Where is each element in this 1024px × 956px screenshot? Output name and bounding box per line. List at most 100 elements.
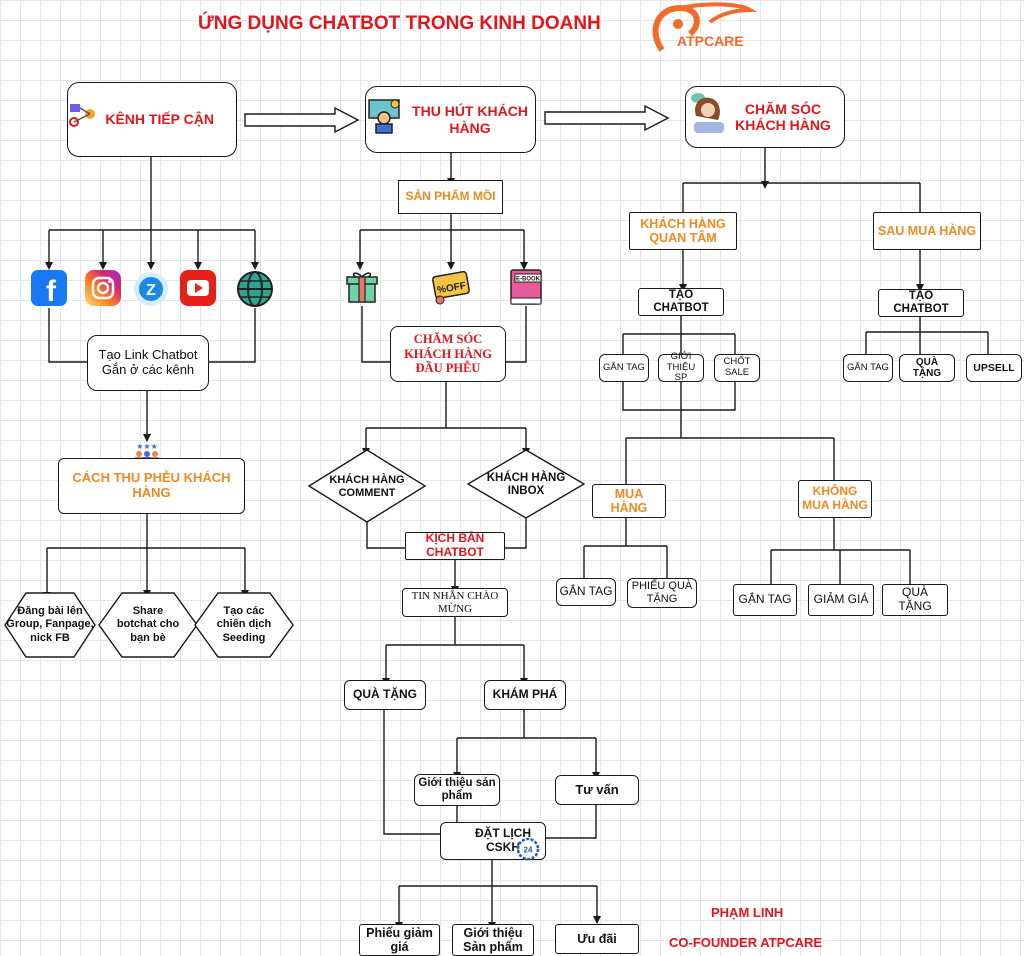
- leaf-label: CHỐT SALE: [723, 356, 751, 378]
- leaf-label: GIỚI THIỆU SP: [666, 350, 696, 384]
- leaf-giam-gia[interactable]: GIẢM GIÁ: [808, 584, 874, 616]
- instagram-icon[interactable]: [85, 270, 121, 306]
- node-kh-quan-tam[interactable]: KHÁCH HÀNG QUAN TÂM: [629, 212, 737, 250]
- node-label: SAU MUA HÀNG: [877, 223, 977, 238]
- leaf-gan-tag-3[interactable]: GẮN TAG: [556, 578, 616, 606]
- leaf-gan-tag-2[interactable]: GẮN TAG: [843, 354, 893, 382]
- node-cach-thu-pheu[interactable]: CÁCH THU PHỄU KHÁCH HÀNG: [58, 458, 245, 514]
- diagram-title: ỨNG DỤNG CHATBOT TRONG KINH DOANH: [198, 13, 601, 34]
- node-label: CHĂM SÓC KHÁCH HÀNG ĐẦU PHỄU: [404, 332, 492, 376]
- leaf-chot-sale[interactable]: CHỐT SALE: [714, 354, 760, 382]
- leaf-label: GIẢM GIÁ: [813, 592, 869, 607]
- ebook-icon: E-BOOK: [510, 269, 542, 305]
- node-gioi-thieu-san-pham-2[interactable]: Giới thiệu Sản phẩm: [452, 924, 534, 956]
- leaf-label: GẮN TAG: [847, 361, 889, 373]
- signature-role: CO-FOUNDER ATPCARE: [669, 935, 823, 950]
- node-tao-link-chatbot[interactable]: Tạo Link Chatbot Gắn ở các kênh: [87, 335, 209, 391]
- node-cham-soc-khach-hang[interactable]: CHĂM SÓC KHÁCH HÀNG: [685, 86, 845, 148]
- node-tu-van[interactable]: Tư vấn: [555, 775, 639, 805]
- leaf-phieu-qua-tang[interactable]: PHIẾU QUÀ TẶNG: [627, 578, 697, 608]
- node-kham-pha[interactable]: KHÁM PHÁ: [484, 680, 566, 710]
- diamond-kh-comment[interactable]: KHÁCH HÀNG COMMENT: [312, 470, 422, 504]
- network-icon: [69, 104, 95, 127]
- node-label: ĐẶT LỊCH CSKH: [475, 826, 531, 854]
- leaf-label: QUÀ TẶNG: [912, 356, 942, 380]
- hex-label: Đăng bài lên Group, Fanpage, nick FB: [6, 605, 94, 644]
- node-label: KỊCH BẢN CHATBOT: [425, 531, 485, 559]
- node-tin-nhan-chao-mung[interactable]: TIN NHẮN CHÀO MỪNG: [402, 588, 508, 617]
- customer-support-icon: [691, 93, 724, 133]
- node-khong-mua-hang[interactable]: KHÔNG MUA HÀNG: [798, 480, 872, 518]
- node-kich-ban-chatbot[interactable]: KỊCH BẢN CHATBOT: [405, 531, 505, 560]
- hex-share-botchat[interactable]: Share botchat cho bạn bè: [98, 592, 198, 658]
- node-tao-chatbot-right[interactable]: TẠO CHATBOT: [878, 289, 964, 317]
- leaf-upsell[interactable]: UPSELL: [966, 354, 1022, 382]
- node-label: TẠO CHATBOT: [893, 289, 949, 315]
- svg-text:★★★: ★★★: [136, 442, 158, 451]
- node-label: THU HÚT KHÁCH HÀNG: [412, 103, 528, 136]
- hex-dang-bai[interactable]: Đăng bài lên Group, Fanpage, nick FB: [4, 592, 96, 658]
- youtube-icon[interactable]: [180, 270, 216, 306]
- leaf-label: UPSELL: [973, 361, 1015, 374]
- node-label: CHĂM SÓC KHÁCH HÀNG: [735, 100, 831, 133]
- gift-icon: [346, 272, 378, 303]
- node-label: Ưu đãi: [577, 931, 617, 946]
- node-qua-tang[interactable]: QUÀ TẶNG: [344, 680, 426, 710]
- leaf-label: GẮN TAG: [559, 584, 613, 599]
- hex-label: Share botchat cho bạn bè: [116, 605, 180, 644]
- leaf-label: QUÀ TẶNG: [898, 585, 932, 613]
- node-label: SẢN PHẨM MỒI: [405, 189, 496, 204]
- node-cham-soc-dau-pheu[interactable]: CHĂM SÓC KHÁCH HÀNG ĐẦU PHỄU: [390, 326, 506, 382]
- leaf-label: PHIẾU QUÀ TẶNG: [631, 580, 693, 605]
- website-icon[interactable]: [236, 270, 274, 308]
- brand-name: ATPCARE: [677, 33, 744, 49]
- node-label: Phiếu giảm giá: [366, 925, 433, 954]
- hex-chien-dich[interactable]: Tạo các chiến dịch Seeding: [194, 592, 294, 658]
- leaf-gioi-thieu-sp[interactable]: GIỚI THIỆU SP: [658, 350, 704, 384]
- facebook-icon[interactable]: f: [31, 270, 67, 306]
- svg-text:Z: Z: [146, 282, 156, 299]
- signature-name: PHẠM LINH: [711, 905, 784, 920]
- diamond-kh-inbox[interactable]: KHÁCH HÀNG INBOX: [476, 468, 576, 502]
- leaf-qua-tang-2[interactable]: QUÀ TẶNG: [882, 584, 948, 616]
- node-label: TẠO CHATBOT: [653, 288, 709, 314]
- node-label: Giới thiệu Sản phẩm: [463, 925, 523, 954]
- node-thu-hut[interactable]: THU HÚT KHÁCH HÀNG: [365, 86, 536, 153]
- node-label: KHÁCH HÀNG QUAN TÂM: [640, 216, 726, 245]
- node-label: Tư vấn: [575, 781, 619, 797]
- node-mua-hang[interactable]: MUA HÀNG: [592, 484, 666, 518]
- node-label: Giới thiệu sản phẩm: [418, 776, 496, 802]
- leaf-label: GẮN TAG: [603, 361, 645, 373]
- node-sau-mua-hang[interactable]: SAU MUA HÀNG: [873, 212, 981, 250]
- node-kenh-tiep-can[interactable]: KÊNH TIẾP CẬN: [67, 82, 237, 157]
- voucher-label: %OFF: [436, 281, 466, 297]
- svg-text:f: f: [46, 275, 57, 306]
- node-gioi-thieu-san-pham[interactable]: Giới thiệu sản phẩm: [414, 774, 500, 806]
- clock-badge-label: 24: [524, 846, 533, 855]
- zalo-icon[interactable]: Z: [133, 271, 169, 307]
- node-label: KHÔNG MUA HÀNG: [802, 484, 868, 512]
- node-san-pham-moi[interactable]: SẢN PHẨM MỒI: [398, 180, 503, 214]
- leaf-qua-tang-1[interactable]: QUÀ TẶNG: [899, 354, 955, 382]
- node-phieu-giam-gia[interactable]: Phiếu giảm giá: [359, 924, 440, 956]
- atpcare-logo-icon: [652, 2, 758, 52]
- attract-customer-icon: [368, 99, 400, 134]
- node-label: TIN NHẮN CHÀO MỪNG: [411, 589, 499, 615]
- voucher-icon: %OFF: [432, 270, 470, 305]
- node-label: MUA HÀNG: [610, 486, 648, 515]
- leaf-gan-tag-1[interactable]: GẮN TAG: [599, 354, 649, 382]
- ebook-label: E-BOOK: [516, 277, 541, 283]
- node-tao-chatbot-left[interactable]: TẠO CHATBOT: [638, 288, 724, 316]
- leaf-gan-tag-4[interactable]: GẮN TAG: [733, 584, 797, 616]
- node-label: KHÁM PHÁ: [492, 687, 558, 702]
- node-label: CÁCH THU PHỄU KHÁCH HÀNG: [72, 470, 231, 500]
- clock-24-icon: 24: [516, 837, 540, 861]
- node-uu-dai[interactable]: Ưu đãi: [555, 924, 639, 954]
- diamond-label: KHÁCH HÀNG COMMENT: [329, 474, 405, 499]
- node-label: QUÀ TẶNG: [353, 687, 417, 702]
- leaf-label: GẮN TAG: [738, 592, 792, 607]
- node-label: Tạo Link Chatbot Gắn ở các kênh: [98, 347, 198, 377]
- node-label: KÊNH TIẾP CẬN: [105, 111, 214, 128]
